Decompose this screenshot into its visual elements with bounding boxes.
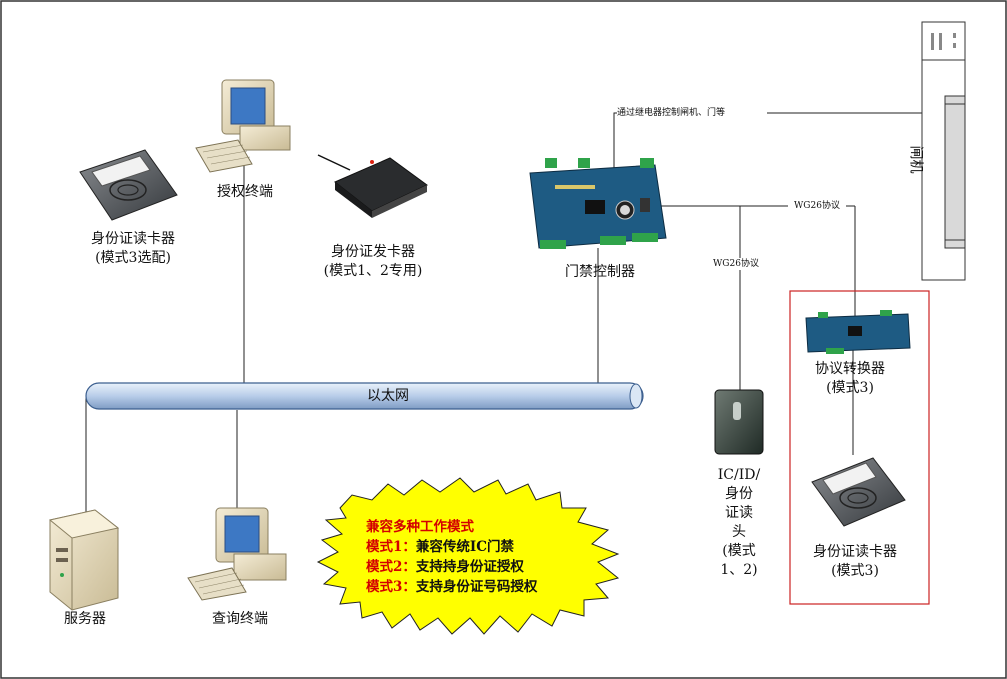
gate-icon (921, 21, 966, 281)
mode-3: 模式3：支持身份证号码授权 (366, 577, 537, 597)
protocol-converter-board (805, 310, 911, 354)
card-reader-label-line3: 证读 (725, 505, 753, 521)
protocol-converter-label-line2: (模式3) (826, 380, 874, 396)
mode-1-text: 兼容传统IC门禁 (415, 539, 514, 555)
protocol-converter-label-line1: 协议转换器 (815, 361, 885, 377)
card-reader-label-line1: IC/ID/ (717, 467, 761, 483)
mode-1-key: 模式1： (366, 539, 416, 555)
id-reader-left-label-line2: (模式3选配) (95, 250, 171, 266)
id-reader-left-label: 身份证读卡器 (模式3选配) (68, 230, 198, 268)
mode-2-text: 支持持身份证授权 (415, 559, 524, 575)
id-issuer-label-line1: 身份证发卡器 (331, 244, 415, 260)
card-reader-label-line2: 身份 (725, 486, 753, 502)
card-reader-icon (714, 389, 764, 455)
mode3-highlight-box (789, 290, 930, 605)
gate-label: 闸机 (907, 145, 924, 174)
query-terminal-icon (187, 507, 287, 601)
relay-connection-label: 通过继电器控制闸机、门等 (617, 107, 767, 119)
id-reader-right-icon (811, 457, 906, 527)
id-reader-right-label: 身份证读卡器 (模式3) (795, 543, 915, 581)
modes-list: 兼容多种工作模式 模式1：兼容传统IC门禁 模式2：支持持身份证授权 模式3：支… (366, 517, 537, 597)
card-reader-label-line6: 1、2) (720, 562, 758, 578)
card-reader-label: IC/ID/ 身份 证读 头 (模式 1、2) (705, 466, 773, 580)
door-controller-label: 门禁控制器 (565, 264, 635, 280)
connection-lines (85, 112, 922, 545)
protocol-converter-label: 协议转换器 (模式3) (800, 360, 900, 398)
card-reader-label-line5: (模式 (722, 543, 756, 559)
ethernet-label: 以太网 (367, 388, 409, 404)
mode-1: 模式1：兼容传统IC门禁 (366, 537, 537, 557)
id-reader-left-label-line1: 身份证读卡器 (91, 231, 175, 247)
mode-2: 模式2：支持持身份证授权 (366, 557, 537, 577)
mode-2-key: 模式2： (366, 559, 416, 575)
auth-terminal-label: 授权终端 (217, 184, 273, 200)
id-reader-right-label-line1: 身份证读卡器 (813, 544, 897, 560)
wg26-label-converter: WG26协议 (788, 200, 846, 212)
mode-3-text: 支持身份证号码授权 (415, 579, 538, 595)
id-reader-right-label-line2: (模式3) (831, 563, 879, 579)
door-controller-board (529, 158, 667, 249)
query-terminal-label: 查询终端 (212, 611, 268, 627)
modes-starburst (316, 477, 620, 635)
id-issuer-label: 身份证发卡器 (模式1、2专用) (303, 243, 443, 281)
auth-terminal-icon (195, 79, 291, 173)
mode-3-key: 模式3： (366, 579, 416, 595)
id-issuer-label-line2: (模式1、2专用) (323, 263, 423, 279)
id-issuer-icon (317, 154, 428, 218)
modes-title: 兼容多种工作模式 (366, 519, 474, 535)
card-reader-label-line4: 头 (732, 524, 746, 540)
ethernet-bus (85, 382, 644, 410)
server-label: 服务器 (64, 611, 106, 627)
server-icon (48, 509, 120, 611)
id-reader-left-icon (79, 149, 178, 221)
wg26-label-reader: WG26协议 (706, 258, 766, 270)
